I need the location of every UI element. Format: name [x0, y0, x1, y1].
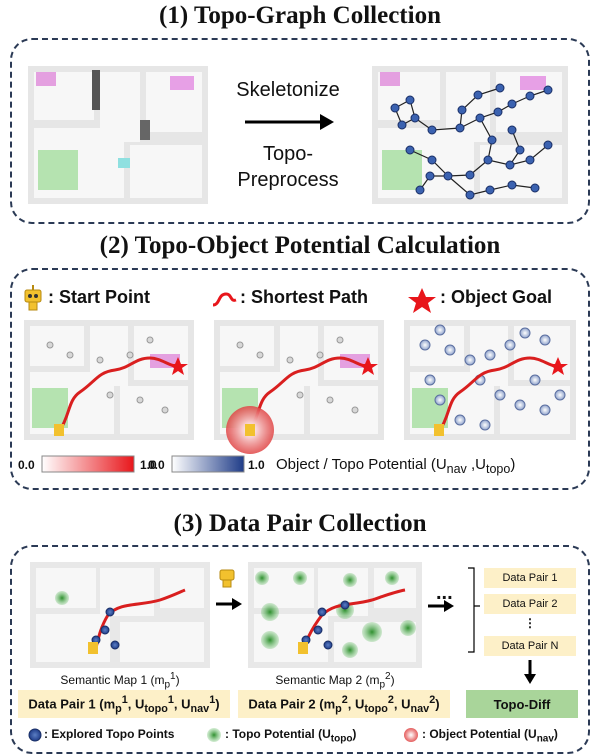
- section-2-title: (2) Topo-Object Potential Calculation: [99, 232, 501, 259]
- preprocess-label: Preprocess: [237, 169, 339, 191]
- explored-topo-point-icon: [28, 728, 42, 742]
- colorbar-1-min: 0.0: [18, 458, 35, 472]
- data-pair-n-box: Data Pair N: [484, 636, 576, 656]
- topo-potential-icon: [207, 728, 221, 742]
- data-pair-2-tuple: Data Pair 2 (mp2, Utopo2, Unav2): [238, 690, 450, 718]
- section-1-title: (1) Topo-Graph Collection: [159, 2, 441, 29]
- section-3-title: (3) Data Pair Collection: [173, 510, 427, 537]
- object-potential-label: : Object Potential (Unav): [422, 727, 558, 745]
- start-point-label: : Start Point: [48, 287, 150, 307]
- data-pair-1-tuple: Data Pair 1 (mp1, Utopo1, Unav1): [18, 690, 230, 718]
- colorbar-1-max: 1.0: [140, 458, 157, 472]
- pair-bracket: [468, 567, 480, 653]
- object-goal-label: : Object Goal: [440, 287, 553, 307]
- semantic-map-1-label: Semantic Map 1 (mp1): [60, 671, 180, 691]
- semantic-map-2-label: Semantic Map 2 (mp2): [275, 671, 395, 691]
- explored-topo-label: : Explored Topo Points: [44, 727, 175, 741]
- section-1-panel: [10, 38, 590, 224]
- shortest-path-label: : Shortest Path: [240, 287, 369, 307]
- semantic-map-2: [248, 562, 422, 668]
- data-pair-2-box: Data Pair 2: [484, 594, 576, 614]
- data-pair-1-box: Data Pair 1: [484, 568, 576, 588]
- object-potential-colorbar: [41, 455, 135, 473]
- robot-icon-transition: [219, 569, 235, 588]
- topo-potential-colorbar: [171, 455, 245, 473]
- potential-map-3: [404, 320, 576, 440]
- topo-label: Topo-: [262, 143, 314, 165]
- path-legend-icon: [212, 292, 237, 307]
- section-2-panel: [10, 268, 590, 490]
- topo-potential-label: : Topo Potential (Utopo): [225, 727, 357, 745]
- robot-icon: [24, 285, 42, 311]
- semantic-map-1: [30, 562, 210, 668]
- potential-map-2: [214, 320, 384, 454]
- colorbar-2-max: 1.0: [248, 458, 265, 472]
- skeletonize-arrowhead: [320, 114, 334, 130]
- map-1-right: [372, 66, 568, 204]
- section-3-panel: [10, 545, 590, 754]
- topo-diff-box: Topo-Diff: [466, 690, 578, 718]
- object-potential-icon: [404, 728, 418, 742]
- colorbar-2-min: 0.0: [148, 458, 165, 472]
- vertical-dots: ⋮: [524, 616, 536, 630]
- potential-caption: Object / Topo Potential (Unav ,Utopo): [276, 456, 516, 476]
- star-icon: [408, 288, 436, 313]
- skeletonize-label: Skeletonize: [236, 79, 340, 101]
- map-1-left: [28, 66, 208, 204]
- potential-map-1: [24, 320, 194, 440]
- ellipsis: ...: [436, 582, 453, 604]
